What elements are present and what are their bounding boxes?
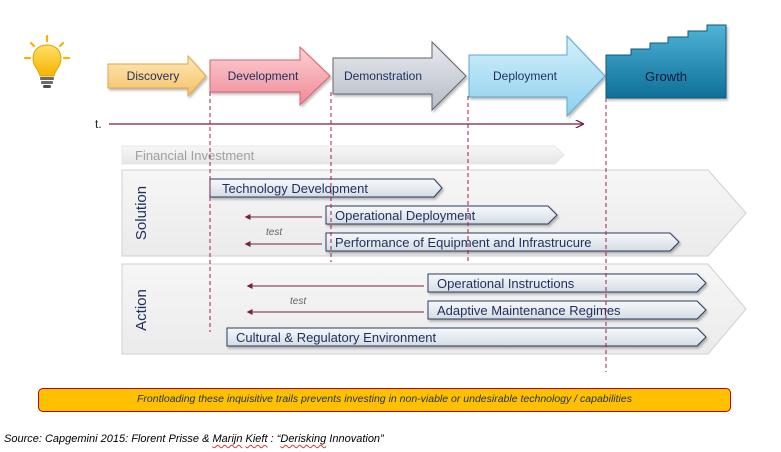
action-label: Action <box>133 289 150 331</box>
action-item-label: Cultural & Regulatory Environment <box>236 330 437 345</box>
source-citation: Source: Capgemini 2015: Florent Prisse &… <box>4 433 384 445</box>
source-separator: : “ <box>267 433 281 445</box>
action-item-bar <box>427 300 707 320</box>
phase-label-growth: Growth <box>645 69 687 84</box>
phase-arrow-discovery <box>107 54 207 98</box>
lightbulb-icon <box>23 34 71 88</box>
solution-item-label: Technology Development <box>222 181 368 196</box>
solution-test-label: test <box>266 227 283 238</box>
source-title-word: Derisking <box>280 433 327 445</box>
phase-arrow-demonstration <box>332 40 467 112</box>
solution-item-bar <box>325 232 680 252</box>
time-axis-label: t. <box>95 117 102 131</box>
conclusion-banner: Frontloading these inquisitive trails pr… <box>38 388 731 412</box>
solution-item-label: Operational Deployment <box>335 208 476 223</box>
financial-investment-label: Financial Investment <box>135 148 255 163</box>
action-item-bar <box>226 327 707 347</box>
action-item-bar <box>427 273 707 293</box>
action-item-label: Operational Instructions <box>437 276 575 291</box>
solution-item-bar <box>325 205 558 225</box>
source-author-last: Kieft <box>245 433 268 445</box>
solution-item-label: Performance of Equipment and Infrastrucu… <box>335 235 592 250</box>
phase-arrows: Discovery Development Demonstration Depl… <box>107 24 727 118</box>
phase-guide-lines <box>209 92 607 372</box>
action-test-label: test <box>290 296 307 307</box>
phase-label-deployment: Deployment <box>493 69 558 83</box>
phase-arrow-deployment <box>468 34 606 118</box>
action-item-label: Adaptive Maintenance Regimes <box>437 303 621 318</box>
solution-label: Solution <box>133 186 150 240</box>
phase-label-demonstration: Demonstration <box>344 69 422 83</box>
source-author-first: Marijn <box>212 433 243 445</box>
phase-arrow-development <box>209 45 331 107</box>
source-prefix: Source: Capgemini 2015: Florent Prisse & <box>4 433 213 445</box>
phase-label-discovery: Discovery <box>127 69 180 83</box>
phase-stairs-growth <box>605 24 727 99</box>
source-suffix: Innovation” <box>326 433 384 445</box>
phase-label-development: Development <box>228 69 299 83</box>
financial-investment-bar <box>121 145 565 165</box>
